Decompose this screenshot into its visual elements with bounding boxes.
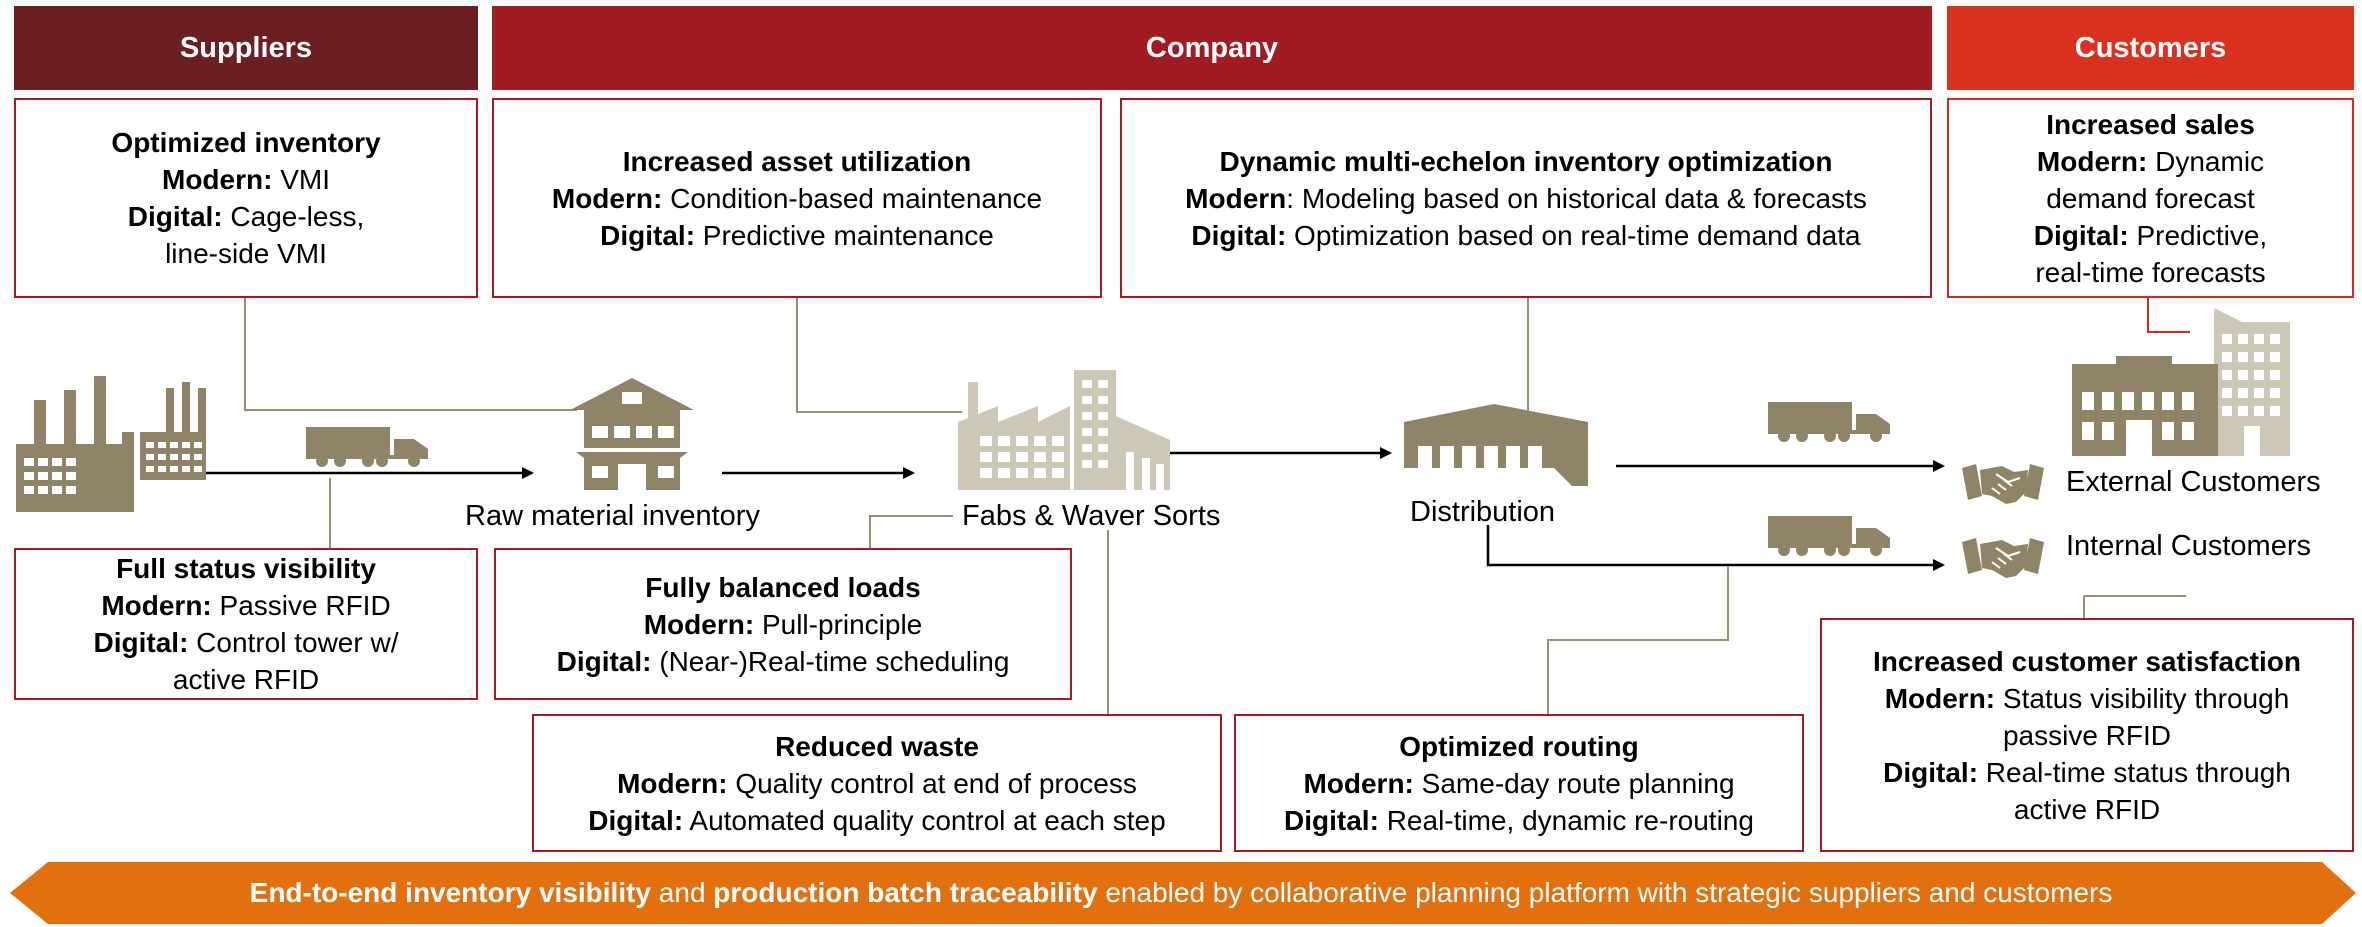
label-fabs: Fabs & Waver Sorts — [962, 500, 1221, 532]
modern-line: Modern: Pull-principle — [643, 608, 923, 640]
truck-icon — [1768, 402, 1890, 442]
box-reduced-waste: Reduced waste Modern: Quality control at… — [532, 714, 1222, 852]
handshake-icon — [1962, 464, 2044, 504]
connector-routing — [1547, 567, 1729, 714]
modern-line: Modern: Passive RFID — [101, 590, 391, 621]
modern-line-2: demand forecast — [2046, 182, 2255, 214]
modern-line-2: passive RFID — [2002, 719, 2172, 751]
header-customers: Customers — [1947, 6, 2354, 90]
digital-line-2: active RFID — [2013, 793, 2161, 825]
banner-bold-2: production batch traceability — [713, 877, 1098, 908]
box-title: Increased asset utilization — [622, 145, 972, 177]
box-optimized-inventory: Optimized inventory Modern: VMI Digital:… — [14, 98, 478, 298]
label-internal-customers: Internal Customers — [2066, 530, 2311, 562]
label-external-customers: External Customers — [2066, 466, 2321, 498]
customer-building-icon — [2072, 308, 2290, 456]
modern-line: Modern: VMI — [162, 164, 330, 195]
box-title: Dynamic multi-echelon inventory optimiza… — [1219, 145, 1833, 177]
label-raw-material: Raw material inventory — [465, 500, 760, 532]
truck-icon — [306, 427, 428, 467]
fab-factory-icon — [958, 370, 1170, 490]
label-distribution: Distribution — [1410, 496, 1556, 528]
banner-text: End-to-end inventory visibility and prod… — [0, 862, 2362, 924]
modern-line: Modern: Status visibility through — [1884, 682, 2290, 714]
handshake-icon — [1962, 538, 2044, 578]
banner-text-2: and — [651, 877, 714, 908]
flow-arrow-5 — [1486, 525, 1945, 571]
digital-line-2: line-side VMI — [165, 238, 327, 269]
box-title: Increased customer satisfaction — [1873, 645, 2301, 677]
connector-increased-sales — [2147, 296, 2190, 333]
box-title: Optimized routing — [1399, 730, 1639, 762]
box-title: Optimized inventory — [111, 127, 381, 158]
modern-line: Modern: Modeling based on historical dat… — [1185, 182, 1867, 214]
distribution-warehouse-icon — [1404, 404, 1588, 486]
connector-balanced-loads — [869, 515, 953, 550]
modern-line: Modern: Quality control at end of proces… — [617, 767, 1137, 799]
modern-line: Modern: Same-day route planning — [1303, 767, 1735, 799]
banner-text-4: enabled by collaborative planning platfo… — [1097, 877, 2113, 908]
box-multi-echelon: Dynamic multi-echelon inventory optimiza… — [1120, 98, 1932, 298]
digital-line: Digital: Optimization based on real-time… — [1191, 219, 1861, 251]
truck-icon — [1768, 516, 1890, 556]
digital-line-2: active RFID — [172, 664, 320, 695]
modern-line: Modern: Dynamic — [2036, 145, 2265, 177]
box-optimized-routing: Optimized routing Modern: Same-day route… — [1234, 714, 1804, 852]
box-asset-utilization: Increased asset utilization Modern: Cond… — [492, 98, 1102, 298]
digital-line: Digital: Cage-less, — [127, 201, 365, 232]
connector-asset-utilization — [796, 296, 962, 413]
connector-optimized-inventory — [244, 296, 577, 411]
supplier-factory-icon — [16, 376, 206, 512]
digital-line: Digital: Real-time, dynamic re-routing — [1284, 804, 1754, 836]
box-title: Full status visibility — [116, 553, 376, 584]
box-customer-satisfaction: Increased customer satisfaction Modern: … — [1820, 618, 2354, 852]
box-title: Reduced waste — [775, 730, 979, 762]
digital-line: Digital: Real-time status through — [1883, 756, 2291, 788]
box-balanced-loads: Fully balanced loads Modern: Pull-princi… — [494, 548, 1072, 700]
warehouse-house-icon — [570, 378, 694, 490]
digital-line: Digital: Predictive maintenance — [600, 219, 994, 251]
box-status-visibility: Full status visibility Modern: Passive R… — [14, 548, 478, 700]
header-suppliers: Suppliers — [14, 6, 478, 90]
header-company: Company — [492, 6, 1932, 90]
digital-line: Digital: (Near-)Real-time scheduling — [556, 645, 1010, 677]
modern-line: Modern: Condition-based maintenance — [551, 182, 1043, 214]
digital-line: Digital: Control tower w/ — [93, 627, 399, 658]
digital-line: Digital: Automated quality control at ea… — [588, 804, 1166, 836]
digital-line: Digital: Predictive, — [2033, 219, 2268, 251]
banner-arrow — [10, 862, 2356, 924]
banner-bold-1: End-to-end inventory visibility — [249, 877, 652, 908]
box-title: Fully balanced loads — [645, 571, 921, 603]
box-increased-sales: Increased sales Modern: Dynamic demand f… — [1947, 98, 2354, 298]
digital-line-2: real-time forecasts — [2035, 256, 2266, 288]
box-title: Increased sales — [2046, 108, 2255, 140]
